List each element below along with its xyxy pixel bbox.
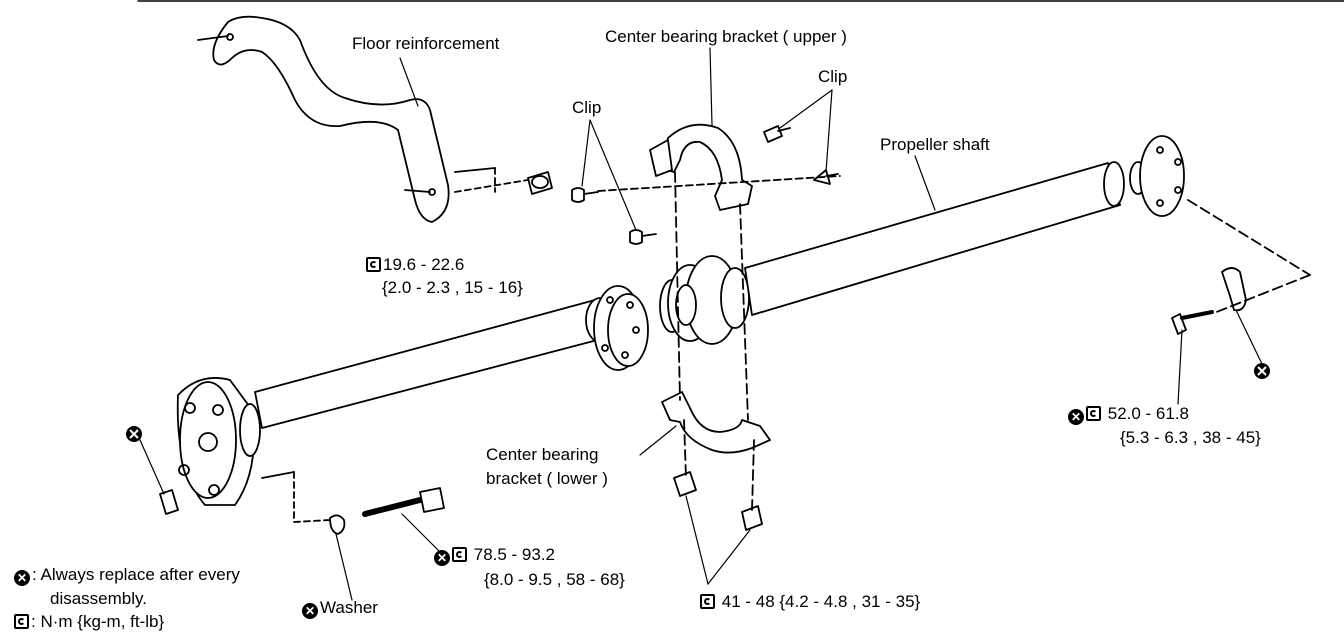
floor-reinforcement [212,15,450,223]
bracket-nut-left [673,471,697,497]
bracket-nut-torque-value: 41 - 48 {4.2 - 4.8 , 31 - 35} [721,592,921,611]
bracket-nut-torque: 41 - 48 {4.2 - 4.8 , 31 - 35} [700,592,920,612]
front-bolt-torque-units: {8.0 - 9.5 , 58 - 68} [484,570,625,589]
torque-wrench-icon [1086,406,1101,421]
legend-torque-text: : N·m {kg-m, ft-lb} [31,612,165,631]
rear-bolt-torque-units: {5.3 - 6.3 , 38 - 45} [1120,428,1261,447]
torque-wrench-icon [14,614,29,629]
flex-coupling [176,377,261,506]
torque-wrench-icon [700,594,715,609]
washer-label-text: Washer [320,598,378,617]
leader-lower [639,425,677,456]
center-bearing-bracket-upper [659,123,753,211]
torque-wrench-icon [452,547,467,562]
floor-bolt-torque: 19.6 - 22.6 [366,255,464,275]
replace-circle-x-icon [434,550,450,566]
clip-left-2 [629,229,657,245]
clip-left-1 [571,187,599,203]
front-bolt-torque: 78.5 - 93.2 [434,545,555,566]
leader-floor [399,57,419,107]
clip-right-label: Clip [818,67,848,86]
clip-left-label: Clip [572,98,602,117]
front-coupling-bolt [159,471,445,535]
front-bolt-torque-value: 78.5 - 93.2 [473,545,556,564]
legend-replace: : Always replace after every [14,565,240,586]
floor-reinforcement-label: Floor reinforcement [352,34,500,53]
floor-bolt-torque-value: 19.6 - 22.6 [383,255,465,274]
center-bearing-bracket-lower [661,391,771,454]
floor-bolt [454,167,553,195]
legend-torque: : N·m {kg-m, ft-lb} [14,612,164,632]
leader-bracket-upper [709,47,713,126]
propeller-shaft-rear [744,135,1185,316]
center-bearing-lower-label-2: bracket ( lower ) [486,469,608,488]
torque-wrench-icon [366,257,381,272]
center-bearing-lower-label-1: Center bearing [486,445,599,464]
rear-bolt [1171,199,1311,335]
propeller-shaft-front [254,285,649,429]
legend-replace-text: : Always replace after every [32,565,240,584]
leader-propeller [914,155,936,211]
replace-circle-x-icon [302,603,318,619]
floor-bolt-torque-units: {2.0 - 2.3 , 15 - 16} [382,278,523,297]
propeller-shaft-label: Propeller shaft [880,135,990,154]
center-bearing [659,255,750,345]
washer-label: Washer [302,598,378,619]
center-bearing-upper-label: Center bearing bracket ( upper ) [605,27,847,46]
clip-upper-right [763,125,791,143]
rear-bolt-torque: 52.0 - 61.8 [1068,404,1189,425]
replace-circle-x-icon [1068,409,1084,425]
replace-circle-x-icon [14,570,30,586]
legend-replace-line2: disassembly. [50,589,147,608]
rear-bolt-torque-value: 52.0 - 61.8 [1107,404,1190,423]
